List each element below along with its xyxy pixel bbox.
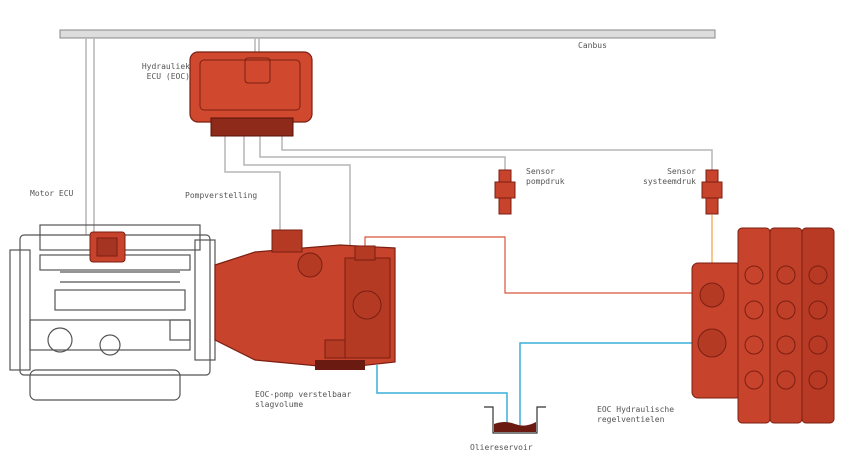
label-line: pompdruk [526,177,565,186]
sensor-pump-pressure [494,169,516,215]
engine [9,224,216,401]
label-line: ECU (EOC) [146,72,190,81]
reservoir-label: Oliereservoir [470,443,533,452]
control-valves [691,227,835,424]
label-line: systeemdruk [643,177,696,186]
eoc-pump [214,229,396,370]
pressure-line [364,236,700,294]
canbus-bar [59,29,716,39]
return-lines [376,342,712,428]
signal-wires [85,38,713,246]
motor-ecu [89,231,126,263]
label-line: EOC Hydraulische [597,405,675,414]
canbus-label: Canbus [578,41,607,50]
label-line: Sensor [526,167,555,176]
label-line: Sensor [667,167,696,176]
label-line: EOC-pomp verstelbaar [255,390,352,399]
label-line: regelventielen [597,415,665,424]
label-line: Hydrauliek [141,62,190,71]
label-line: slagvolume [255,400,304,409]
hydraulic-ecu [189,51,313,137]
pump-adjust-label: Pompverstelling [185,191,258,200]
sensor-system-pressure [701,169,723,215]
motor-ecu-label: Motor ECU [30,189,74,198]
oil-reservoir [484,406,546,434]
